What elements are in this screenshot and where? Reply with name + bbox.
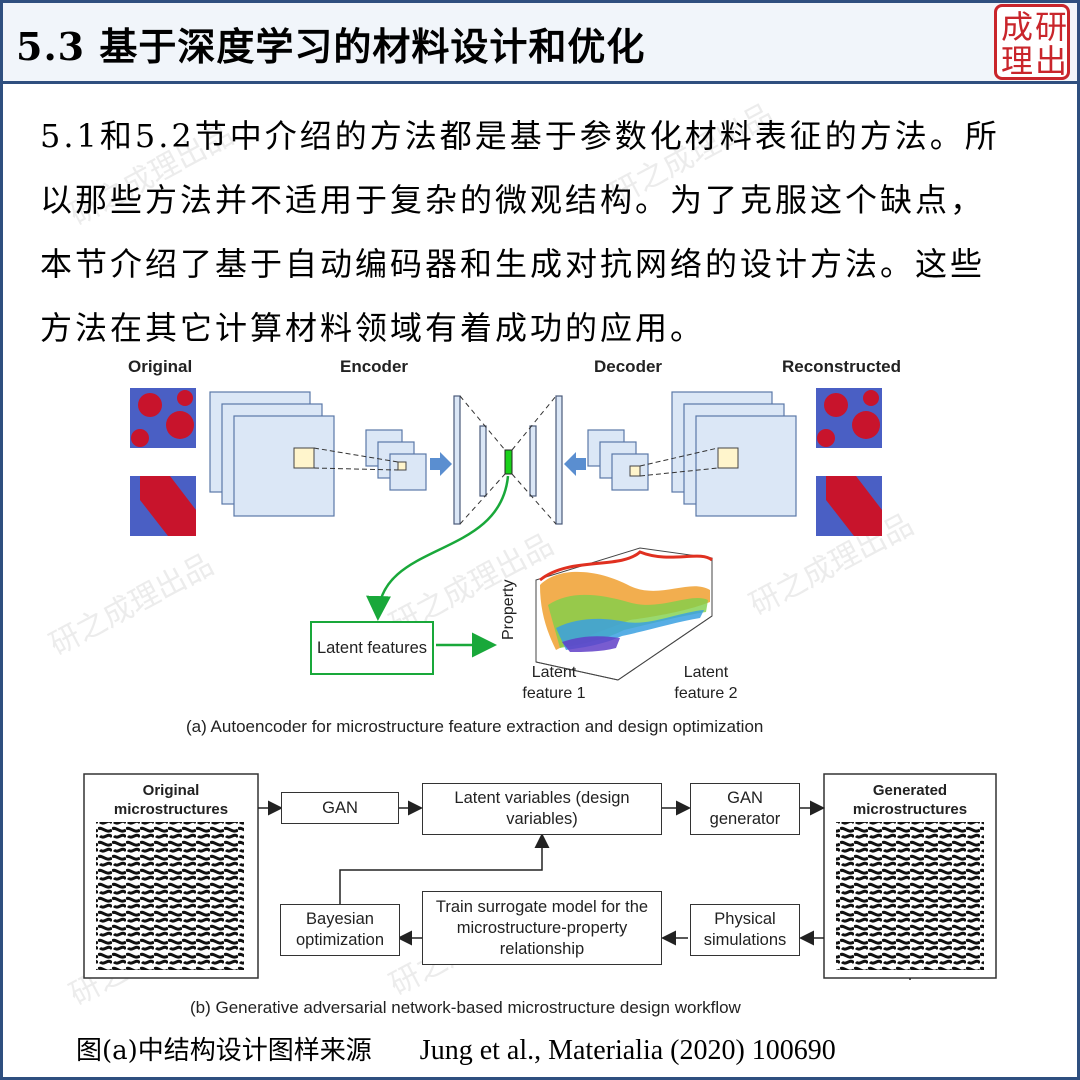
decoder-label: Decoder — [594, 357, 663, 376]
paragraph-line: 5.1和5.2节中介绍的方法都是基于参数化材料表征的方法。所 — [40, 117, 1000, 155]
publisher-seal-logo: 成 研 理 出 — [994, 4, 1070, 80]
autoencoder-diagram — [130, 388, 882, 681]
latent-variables-box: Latent variables (design variables) — [422, 783, 662, 835]
figure-a-caption: (a) Autoencoder for microstructure featu… — [186, 717, 764, 736]
seal-char: 研 — [1035, 8, 1068, 46]
encoder-label: Encoder — [340, 357, 409, 376]
paragraph-line: 以那些方法并不适用于复杂的微观结构。为了克服这个缺点， — [40, 181, 986, 219]
gan-generator-box: GAN generator — [690, 783, 800, 835]
seal-char: 成 — [1001, 8, 1034, 46]
latent-code — [504, 449, 513, 475]
original-micro-title: Original microstructures — [113, 782, 229, 818]
gan-workflow-diagram — [83, 773, 997, 980]
seal-char: 理 — [1001, 42, 1034, 80]
property-axis-label: Property — [500, 579, 517, 640]
property-surface-plot — [535, 547, 713, 681]
decoder-arrow — [564, 452, 586, 476]
paragraph-line: 方法在其它计算材料领域有着成功的应用。 — [40, 309, 706, 347]
latent-feature-2-label: Latent feature 2 — [674, 664, 738, 702]
encoder-arrow — [430, 452, 452, 476]
latent-arrow — [366, 475, 510, 621]
kernel-square — [293, 447, 315, 469]
original-cube-1 — [130, 388, 196, 448]
generated-micro-title: Generated microstructures — [852, 782, 968, 818]
paragraph-line: 本节介绍了基于自动编码器和生成对抗网络的设计方法。这些 — [40, 245, 986, 283]
seal-char: 出 — [1035, 42, 1068, 80]
header-bar — [0, 0, 1080, 84]
gan-box: GAN — [281, 792, 399, 824]
original-cube-2 — [130, 476, 196, 536]
intro-paragraph: 5.1和5.2节中介绍的方法都是基于参数化材料表征的方法。所 以那些方法并不适用… — [40, 104, 1040, 360]
citation-text: Jung et al., Materialia (2020) 100690 — [419, 1035, 836, 1066]
bayesian-optimization-box: Bayesian optimization — [280, 904, 400, 956]
surrogate-model-box: Train surrogate model for the microstruc… — [422, 891, 662, 965]
page-title: 5.3 基于深度学习的材料设计和优化 — [16, 24, 646, 69]
original-label: Original — [128, 357, 193, 376]
decoder-feature-maps — [587, 391, 797, 517]
reconstructed-cube-1 — [816, 388, 882, 448]
original-micro-image — [96, 822, 244, 970]
source-footer: 图(a)中结构设计图样来源 Jung et al., Materialia (20… — [76, 1030, 836, 1067]
source-label: 图(a)中结构设计图样来源 — [76, 1036, 372, 1066]
generated-micro-image — [836, 822, 984, 970]
encoder-feature-maps — [209, 391, 427, 517]
reconstructed-label: Reconstructed — [782, 357, 902, 376]
physical-simulations-box: Physical simulations — [690, 904, 800, 956]
latent-features-box: Latent features — [310, 621, 434, 675]
reconstructed-cube-2 — [816, 476, 882, 536]
latent-feature-1-label: Latent feature 1 — [522, 664, 586, 702]
figure-b-caption: (b) Generative adversarial network-based… — [190, 998, 741, 1017]
bottleneck-layers — [453, 395, 563, 525]
